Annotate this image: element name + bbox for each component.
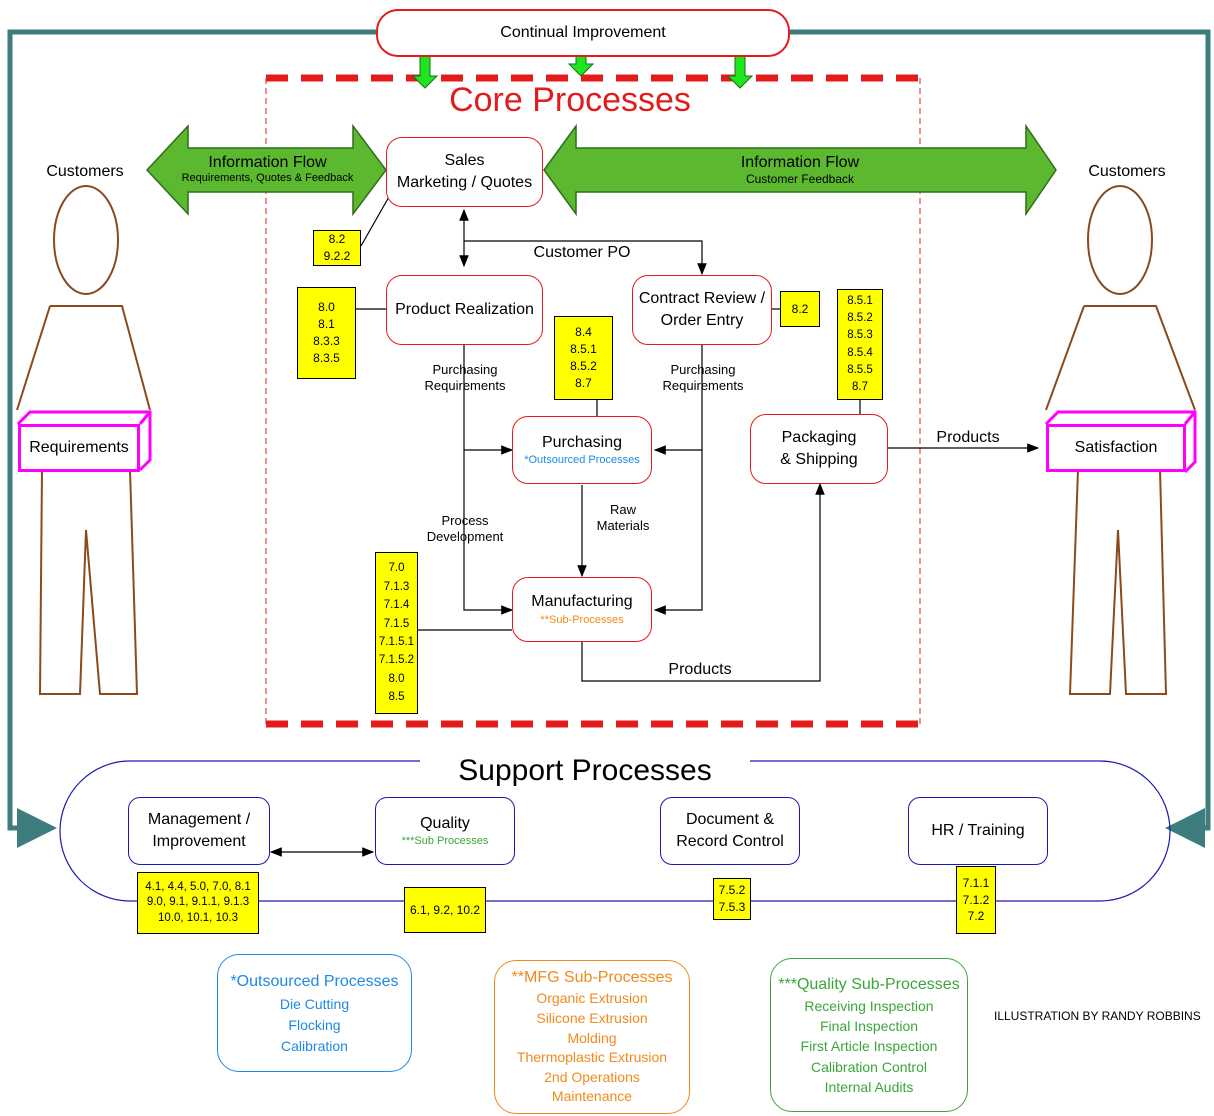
process-development-label: Process Development <box>426 513 504 544</box>
products-right-label: Products <box>936 429 1000 446</box>
legend-item: First Article Inspection <box>800 1038 938 1055</box>
customers-left-label: Customers <box>46 163 124 180</box>
sales-marketing-box: Sales Marketing / Quotes <box>386 137 543 207</box>
legend-item: Organic Extrusion <box>536 990 648 1007</box>
legend-item: Thermoplastic Extrusion <box>516 1049 668 1066</box>
contract-review-label: Contract Review / Order Entry <box>638 289 766 329</box>
feedback-loop <box>7 29 1211 848</box>
manufacturing-label: Manufacturing <box>531 593 633 611</box>
clause-manufacturing: 7.0 7.1.3 7.1.4 7.1.5 7.1.5.1 7.1.5.2 8.… <box>375 552 418 714</box>
legend-quality: ***Quality Sub-Processes Receiving Inspe… <box>770 958 968 1112</box>
purchasing-sub-label: *Outsourced Processes <box>524 454 640 466</box>
continual-improvement-label: Continual Improvement <box>500 24 666 42</box>
clause-management: 4.1, 4.4, 5.0, 7.0, 8.1 9.0, 9.1, 9.1.1,… <box>137 872 259 934</box>
management-box: Management / Improvement <box>128 797 270 865</box>
customer-po-label: Customer PO <box>533 244 631 261</box>
requirements-label: Requirements <box>29 439 129 456</box>
legend-item: Calibration <box>281 1037 348 1054</box>
legend-item: Receiving Inspection <box>804 997 934 1014</box>
support-title: Support Processes <box>420 753 750 789</box>
satisfaction-label: Satisfaction <box>1074 439 1158 456</box>
legend-item: Molding <box>567 1029 617 1046</box>
quality-label: Quality <box>420 814 470 832</box>
legend-item: Final Inspection <box>819 1018 919 1035</box>
sales-marketing-label: Sales Marketing / Quotes <box>396 151 533 191</box>
support-capsule <box>59 760 1171 902</box>
box-depth <box>16 410 1197 474</box>
legend-item: 2nd Operations <box>544 1068 640 1085</box>
clause-purchasing: 8.4 8.5.1 8.5.2 8.7 <box>554 316 613 400</box>
clause-quality: 6.1, 9.2, 10.2 <box>404 887 486 933</box>
quality-box: Quality ***Sub Processes <box>375 797 515 865</box>
clause-hr: 7.1.1 7.1.2 7.2 <box>956 866 996 934</box>
hr-training-box: HR / Training <box>908 797 1048 865</box>
legend-item: Silicone Extrusion <box>536 1010 648 1026</box>
purchasing-requirements-left: Purchasing Requirements <box>424 362 506 393</box>
legend-item: Maintenance <box>551 1088 633 1105</box>
legend-item: Calibration Control <box>811 1058 927 1075</box>
packaging-shipping-box: Packaging & Shipping <box>750 414 888 484</box>
purchasing-box: Purchasing *Outsourced Processes <box>512 416 652 484</box>
clause-product-realization: 8.0 8.1 8.3.3 8.3.5 <box>297 287 356 379</box>
manufacturing-box: Manufacturing **Sub-Processes <box>512 577 652 642</box>
manufacturing-sub-label: **Sub-Processes <box>540 613 624 626</box>
contract-review-box: Contract Review / Order Entry <box>632 275 772 345</box>
info-flow-arrows <box>145 123 1057 217</box>
legend-outsourced: *Outsourced Processes Die Cutting Flocki… <box>217 954 412 1072</box>
raw-materials-label: Raw Materials <box>596 502 650 533</box>
legend-outsourced-title: *Outsourced Processes <box>230 972 399 990</box>
purchasing-requirements-right: Purchasing Requirements <box>662 362 744 393</box>
legend-item: Flocking <box>288 1016 341 1033</box>
packaging-shipping-label: Packaging & Shipping <box>780 428 858 468</box>
customer-figure-right <box>1045 185 1196 695</box>
hr-training-label: HR / Training <box>931 822 1025 840</box>
info-flow-left-label: Information Flow Requirements, Quotes & … <box>181 154 354 185</box>
quality-sub-label: ***Sub Processes <box>401 835 489 847</box>
core-title: Core Processes <box>449 81 691 119</box>
core-boundary <box>265 74 921 728</box>
illustration-credit: ILLUSTRATION BY RANDY ROBBINS <box>994 1009 1201 1023</box>
legend-item: Internal Audits <box>824 1079 914 1096</box>
clause-packaging: 8.5.1 8.5.2 8.5.3 8.5.4 8.5.5 8.7 <box>837 289 883 400</box>
continual-improvement-box: Continual Improvement <box>376 9 790 57</box>
product-realization-label: Product Realization <box>395 301 534 319</box>
clause-document: 7.5.2 7.5.3 <box>713 878 751 920</box>
management-label: Management / Improvement <box>147 810 251 850</box>
product-realization-box: Product Realization <box>386 275 543 345</box>
clause-contract-review: 8.2 <box>780 291 820 327</box>
requirements-box: Requirements <box>18 424 140 472</box>
info-flow-right-label: Information Flow Customer Feedback <box>740 154 860 187</box>
legend-mfg: **MFG Sub-Processes Organic Extrusion Si… <box>494 960 690 1114</box>
document-control-box: Document & Record Control <box>660 797 800 865</box>
purchasing-label: Purchasing <box>541 433 623 451</box>
customer-figure-left <box>16 185 151 695</box>
document-control-label: Document & Record Control <box>676 810 784 850</box>
clause-sales: 8.2 9.2.2 <box>313 230 361 266</box>
legend-quality-title: ***Quality Sub-Processes <box>778 975 960 993</box>
satisfaction-box: Satisfaction <box>1046 424 1186 472</box>
customers-right-label: Customers <box>1088 163 1166 180</box>
legend-item: Die Cutting <box>279 995 350 1012</box>
products-bottom-label: Products <box>668 661 732 678</box>
connectors <box>269 194 1040 857</box>
legend-mfg-title: **MFG Sub-Processes <box>511 969 673 987</box>
